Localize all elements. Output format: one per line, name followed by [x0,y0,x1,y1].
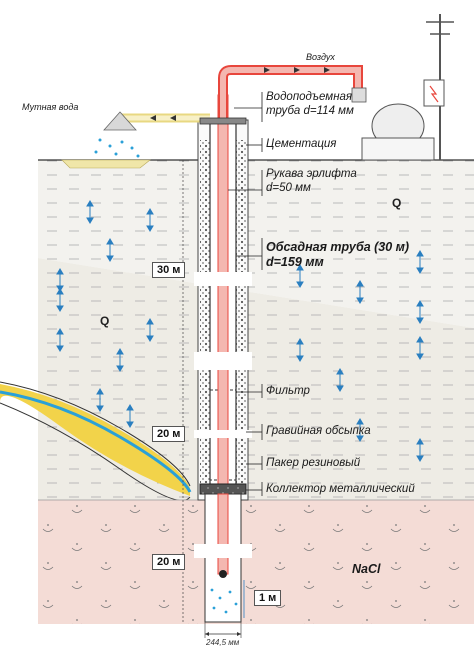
ground-layers [0,159,474,624]
water-flow-arrowhead [296,264,304,288]
airlift-hose-label-2: d=50 мм [266,182,311,194]
water-flow-arrowhead [56,328,64,352]
water-flow-arrowhead [126,404,134,428]
aquifer-band [0,384,190,496]
depth-marker-30m: 30 м [152,262,186,278]
water-flow-arrowhead [336,368,344,392]
water-flow-arrowhead [416,438,424,462]
water-flow-arrowhead [106,238,114,262]
water-flow-arrowhead [356,418,364,442]
gravel-pack-left [200,140,210,485]
air-label: Воздух [306,52,335,62]
depth-marker-1m: 1 м [254,590,282,606]
riser-pipe-label-2: труба d=114 мм [266,105,354,117]
packer-label: Пакер резиновый [266,457,361,469]
water-flow-arrowhead [116,348,124,372]
gravel-pack-right [236,140,246,485]
water-flow-arrowhead [86,200,94,224]
casing-label-2: d=159 мм [266,255,324,269]
muddy-water-label: Мутная вода [22,102,79,112]
q-middle-label: Q [100,314,110,328]
water-flow-arrowhead [146,208,154,232]
water-flow-arrowhead [56,268,64,292]
water-flow-arrowhead [56,288,64,312]
water-flow-arrowhead [96,388,104,412]
borehole [182,94,252,638]
nacl-label: NaCl [352,562,381,576]
water-flow-arrowhead [416,300,424,324]
riser-pipe-label-1: Водоподъемная [266,91,353,103]
surface-pipework [94,14,454,161]
water-flow-arrowhead [416,250,424,274]
leader-lines [228,92,263,496]
gravel-label: Гравийная обсыпка [266,425,371,437]
q-upper-label: Q [392,196,402,210]
cementation-label: Цементация [266,138,337,150]
water-flow-arrowhead [296,338,304,362]
casing-label-1: Обсадная труба (30 м) [266,240,410,254]
water-flow-arrowhead [146,318,154,342]
filter-label: Фильтр [266,385,310,397]
water-flow-arrowhead [356,280,364,304]
diameter-dimension: 244,5 мм [206,638,240,647]
airlift-hose-label-1: Рукава эрлифта [266,168,357,180]
groundwater-arrows [56,200,424,462]
riser-pipe [217,94,229,488]
collector-label: Коллектор металлический [266,483,415,495]
water-flow-arrowhead [416,336,424,360]
collector-ball [219,570,227,578]
depth-marker-20m-upper: 20 м [152,426,186,442]
depth-marker-20m-lower: 20 м [152,554,186,570]
